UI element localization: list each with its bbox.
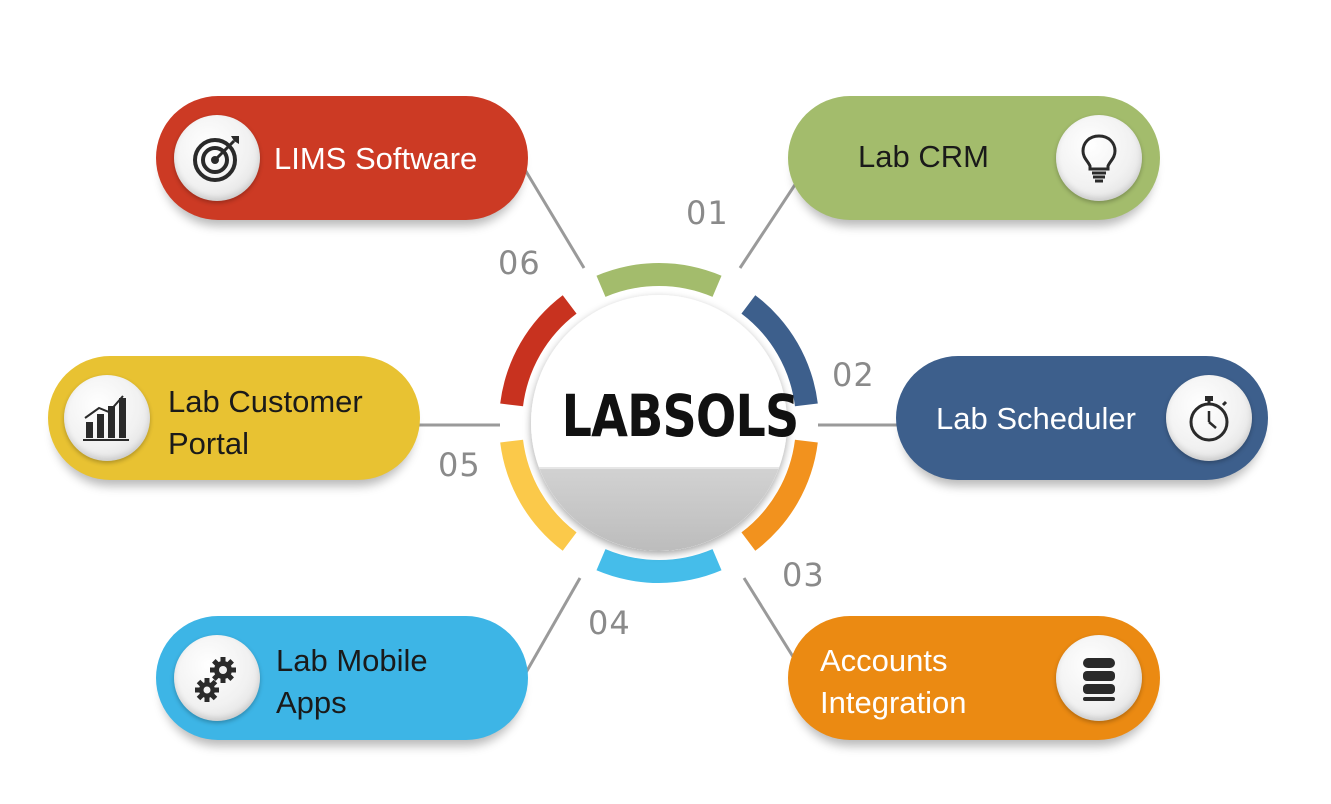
item-label: Lab CRM <box>858 139 989 174</box>
ring-segment-1 <box>596 263 722 297</box>
number-02: 02 <box>832 356 875 394</box>
item-label-line-1: Accounts <box>820 643 948 678</box>
ring-segment-4 <box>596 549 722 583</box>
item-accounts-integration[interactable]: Accounts Integration <box>788 616 1160 740</box>
item-lab-crm[interactable]: Lab CRM <box>788 96 1160 220</box>
ring-segment-3 <box>741 439 818 551</box>
item-label-line-1: Lab Mobile <box>276 643 428 678</box>
item-lab-customer-portal[interactable]: Lab Customer Portal <box>48 356 420 480</box>
database-icon <box>1056 635 1142 721</box>
bar-chart-icon <box>64 375 150 461</box>
item-lab-scheduler[interactable]: Lab Scheduler <box>896 356 1268 480</box>
lightbulb-icon <box>1056 115 1142 201</box>
number-01: 01 <box>686 194 729 232</box>
item-label-line-2: Integration <box>820 685 967 720</box>
number-06: 06 <box>498 244 541 282</box>
gears-icon <box>174 635 260 721</box>
item-lims-software[interactable]: LIMS Software <box>156 96 528 220</box>
ring-segment-5 <box>500 439 577 551</box>
connector-line-04 <box>522 577 582 677</box>
stopwatch-icon <box>1166 375 1252 461</box>
connector-line-06 <box>522 167 586 269</box>
item-label-line-2: Apps <box>276 685 347 720</box>
number-03: 03 <box>782 556 825 594</box>
item-label: Lab Scheduler <box>936 401 1136 436</box>
item-label: LIMS Software <box>274 141 478 176</box>
number-05: 05 <box>438 446 481 484</box>
item-lab-mobile-apps[interactable]: Lab Mobile Apps <box>156 616 528 740</box>
item-label-line-2: Portal <box>168 426 249 461</box>
center-title: LABSOLS <box>561 382 800 450</box>
target-icon <box>174 115 260 201</box>
item-label-line-1: Lab Customer <box>168 384 363 419</box>
number-04: 04 <box>588 604 631 642</box>
